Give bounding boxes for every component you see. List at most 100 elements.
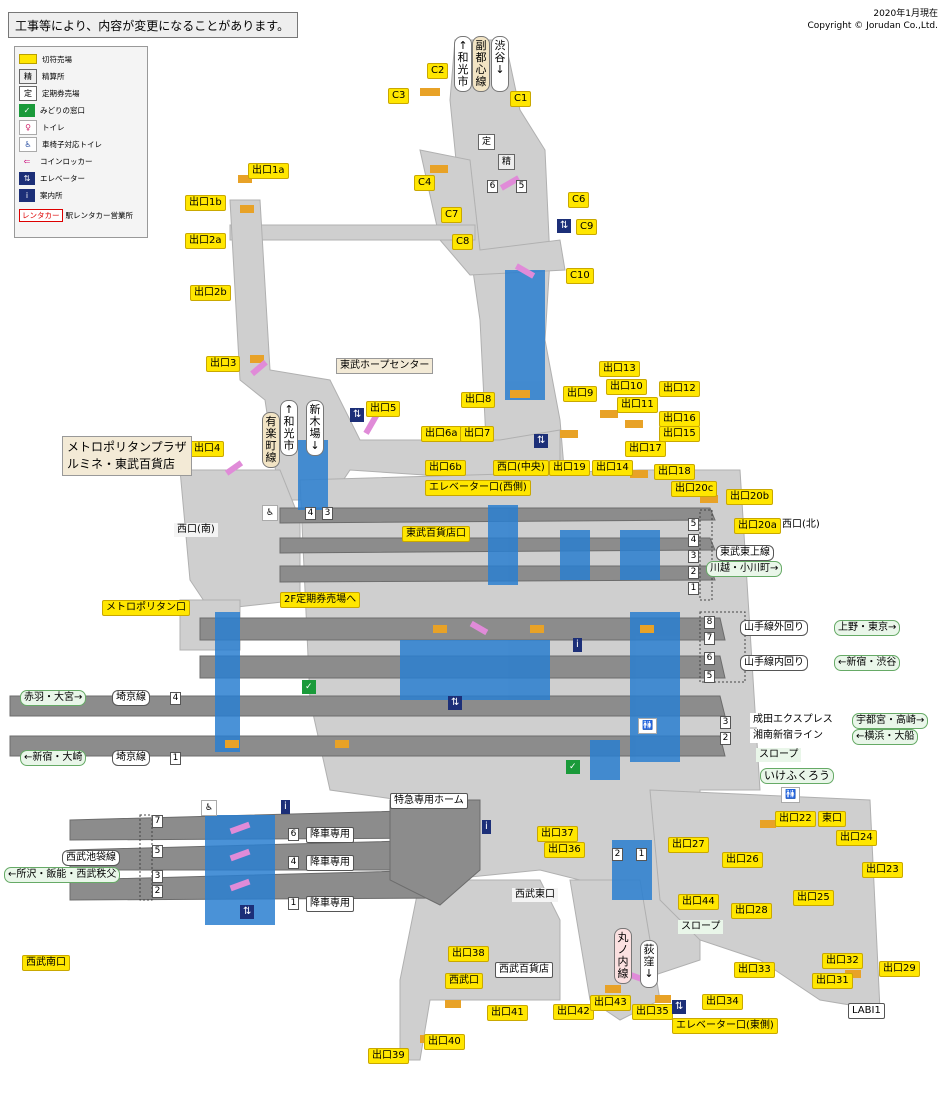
tobu-tojo-label: 東武東上線 [716, 545, 774, 561]
track-number: 2 [612, 848, 623, 861]
legend-label: 駅レンタカー営業所 [65, 210, 134, 220]
track-number: 6 [704, 652, 715, 665]
fukutoshin-stairs [505, 270, 545, 400]
exit-label: C7 [441, 207, 463, 223]
exit-label: C6 [568, 192, 590, 208]
fare-adjust-icon: 精 [498, 154, 516, 170]
exit-label: C2 [427, 63, 449, 79]
tobu-stairs-2 [560, 530, 590, 580]
exit-label: 出口22 [775, 811, 816, 827]
exit-label: 出口40 [424, 1034, 465, 1050]
midori-window-icon: ✓ [302, 680, 316, 694]
legend-row: 切符売場 [19, 51, 72, 67]
metro-plaza-label: メトロポリタンプラザ ルミネ・東武百貨店 [62, 436, 192, 476]
legend-row: ♀トイレ [19, 119, 65, 135]
exit-label: 出口44 [678, 894, 719, 910]
toilet-icon: 🚻 [781, 787, 801, 803]
jr-platform-1 [199, 617, 726, 641]
legend-row: ♿車椅子対応トイレ [19, 136, 102, 152]
toilet-icon: 🚻 [638, 718, 658, 734]
track-number: 7 [704, 632, 715, 645]
exit-label: 出口9 [563, 386, 598, 402]
seibu-ikebukuro-label: 西武池袋線 [62, 850, 120, 866]
exit-label: 出口12 [659, 381, 700, 397]
track-number: 4 [288, 856, 299, 869]
marunouchi-label: 丸ノ内線 [614, 928, 632, 984]
exit-label: 出口16 [659, 411, 700, 427]
toilet-icon: ♀ [19, 119, 37, 135]
track-number: 2 [720, 732, 731, 745]
exit-label: C9 [576, 219, 598, 235]
exit-label: 出口8 [461, 392, 496, 408]
exit-label: 出口10 [606, 379, 647, 395]
track-number: 5 [688, 518, 699, 531]
exit-label: 出口35 [632, 1004, 673, 1020]
elev-west-label: エレベーター口(西側) [425, 480, 531, 496]
fukutoshin-south-label: 渋谷↓ [491, 36, 509, 92]
track-number: 5 [152, 845, 163, 858]
elevator-icon: ⇅ [534, 434, 549, 448]
track-number: 6 [487, 180, 498, 193]
metro-gate-label: メトロポリタン口 [102, 600, 190, 616]
elevator-icon: ⇅ [672, 1000, 687, 1014]
exit-label: 出口41 [487, 1005, 528, 1021]
midori-window-icon: ✓ [566, 760, 580, 774]
exit-label: 出口39 [368, 1048, 409, 1064]
tobu-stairs-3 [620, 530, 660, 580]
west-passage [229, 224, 476, 241]
exit-label: 出口38 [448, 946, 489, 962]
yurakucho-south-label: 新木場↓ [306, 400, 324, 456]
exit-label: 出口26 [722, 852, 763, 868]
commuter-pass-icon: 定 [478, 134, 496, 150]
exit-label: 出口14 [592, 460, 633, 476]
tobu-dept-gate-label: 東武百貨店口 [402, 526, 470, 542]
exit-label: 出口25 [793, 890, 834, 906]
jr-platform-4 [9, 735, 726, 757]
legend-label: コインロッカー [40, 156, 93, 166]
exit-label: C1 [510, 91, 532, 107]
track-number: 7 [152, 815, 163, 828]
legend-row: ✓みどりの窓口 [19, 102, 85, 118]
exit-label: 出口20c [671, 481, 718, 497]
legend: 切符売場 精精算所 定定期券売場 ✓みどりの窓口 ♀トイレ ♿車椅子対応トイレ … [14, 46, 148, 238]
shonan-north-dest: 宇都宮・高崎→ [852, 713, 929, 729]
saikyo-south-label: 埼京線 [112, 750, 150, 766]
exit-label: 出口28 [731, 903, 772, 919]
info-icon: i [573, 638, 582, 652]
exit-label: 出口17 [625, 441, 666, 457]
saikyo-south-dest: ←新宿・大崎 [20, 750, 87, 766]
metro-plaza-line1: メトロポリタンプラザ [67, 440, 187, 454]
exit-label: 出口4 [190, 441, 225, 457]
saikyo-north-label: 埼京線 [112, 690, 150, 706]
yamanote-inner-dest: ←新宿・渋谷 [834, 655, 901, 671]
hope-center-label: 東武ホープセンター [336, 358, 434, 374]
fukutoshin-north-label: ↑和光市 [454, 36, 472, 92]
tobu-dest-label: 川越・小川町→ [706, 561, 783, 577]
info-icon: i [482, 820, 491, 834]
yurakucho-north-label: ↑和光市 [280, 400, 298, 456]
track-number: 3 [322, 507, 333, 520]
track-number: 2 [152, 885, 163, 898]
legend-label: 精算所 [42, 71, 65, 81]
ikefukuro-label: いけふくろう [760, 768, 834, 784]
track-number: 2 [688, 566, 699, 579]
exit-label: 出口1b [185, 195, 226, 211]
exit-label: 出口23 [862, 862, 903, 878]
exit-label: C10 [566, 268, 594, 284]
wheelchair-toilet-icon: ♿ [262, 505, 279, 521]
exit-label: 出口32 [822, 953, 863, 969]
jr-stairs-south [590, 740, 620, 780]
elevator-icon: ⇅ [557, 219, 572, 233]
west-north-label: 西口(北) [782, 519, 820, 530]
marunouchi-dest-label: 荻窪↓ [640, 940, 658, 988]
exit-label: 出口3 [206, 356, 241, 372]
exit-label: 出口27 [668, 837, 709, 853]
ticket-vending-icon [19, 54, 37, 64]
seibu-dept-label: 西武百貨店 [495, 962, 553, 978]
yamanote-inner-label: 山手線内回り [740, 655, 808, 671]
seibu-south-label: 西武南口 [22, 955, 70, 971]
header-info: 2020年1月現在 Copyright © Jorudan Co.,Ltd. [807, 8, 938, 32]
track-number: 5 [704, 670, 715, 683]
yamanote-outer-label: 山手線外回り [740, 620, 808, 636]
